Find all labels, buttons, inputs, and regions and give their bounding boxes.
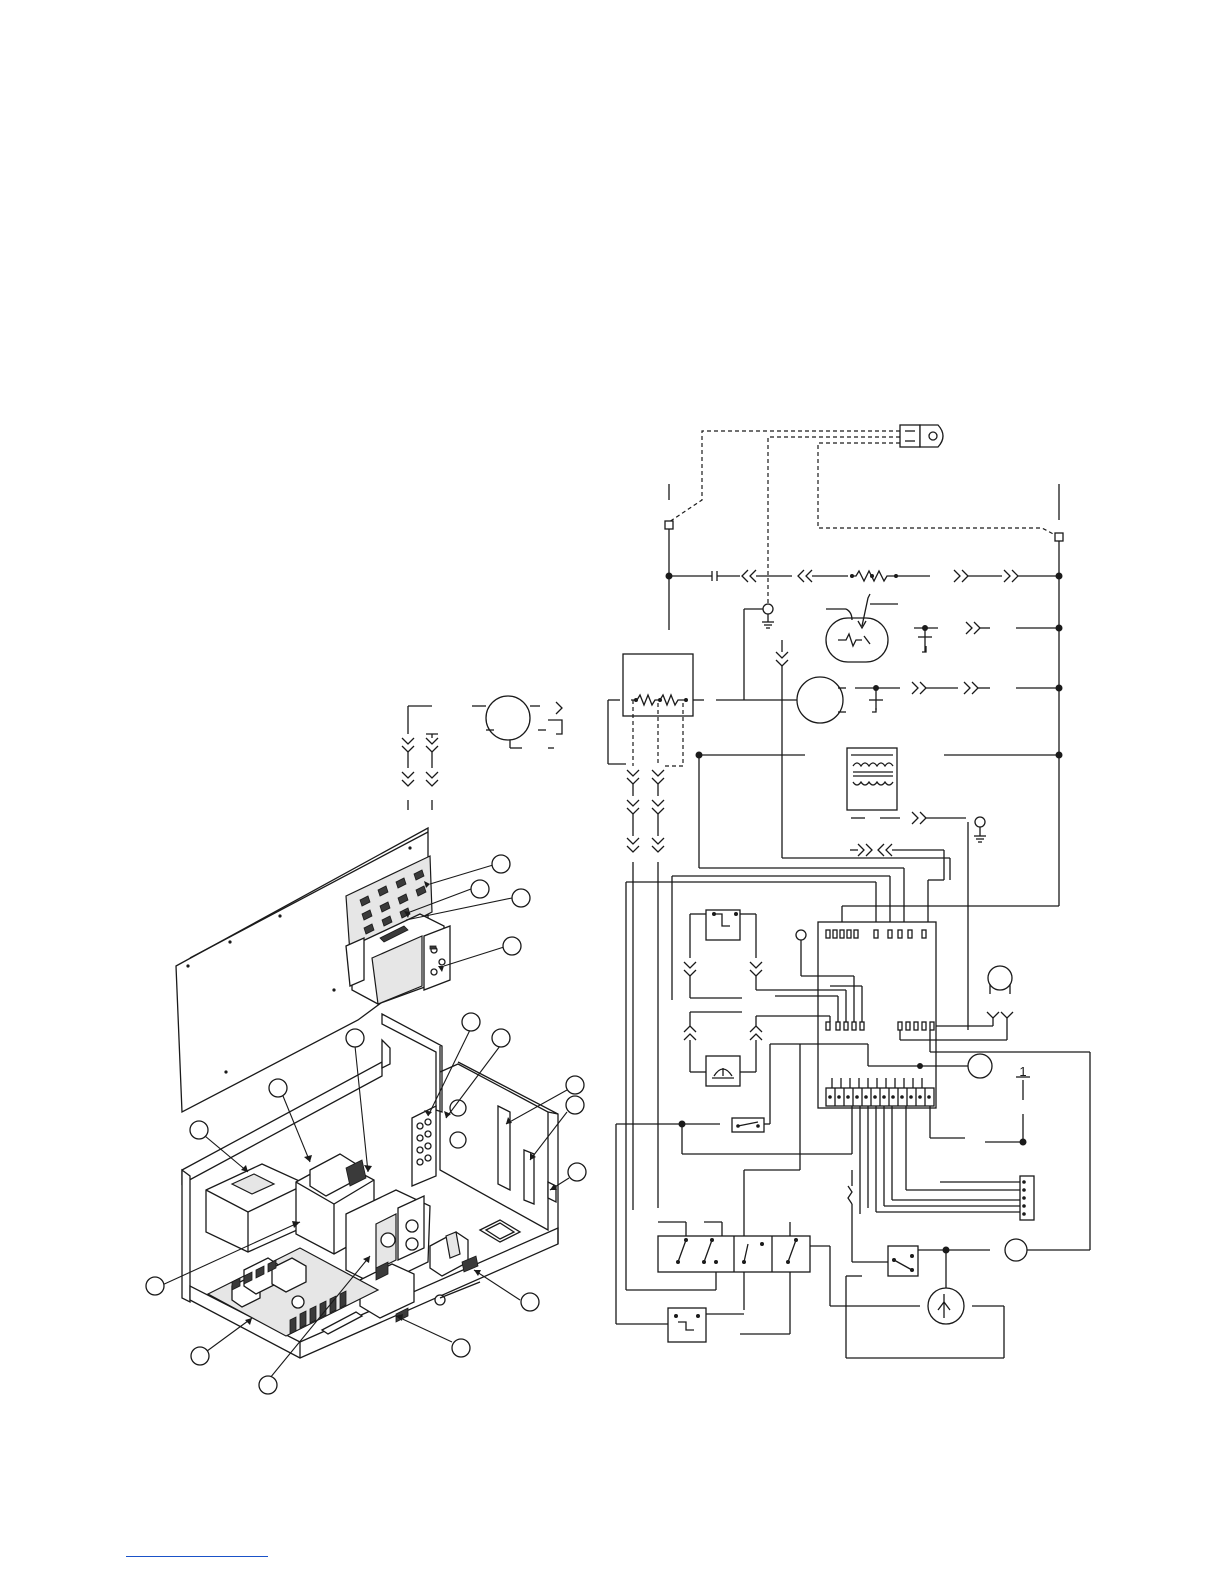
cord-wire-ground (768, 437, 900, 608)
footer-link-rule[interactable] (126, 1556, 268, 1557)
callout-c1 (492, 855, 510, 873)
callout-c16 (191, 1347, 209, 1365)
callout-c15 (452, 1339, 470, 1357)
wiring-schematic: 1 (608, 425, 1090, 1358)
callout-c6 (492, 1029, 510, 1047)
terminal-strip-contacts (828, 1088, 931, 1106)
ground-lug-2 (975, 817, 985, 827)
callout-c8 (269, 1079, 287, 1097)
thermal-fuse (668, 1308, 706, 1342)
cord-wire-neutral (818, 443, 1059, 537)
callout-c13 (146, 1277, 164, 1295)
callout-c10 (566, 1076, 584, 1094)
terminal-l1 (665, 521, 673, 529)
callout-c4 (503, 937, 521, 955)
thermostat-dial (928, 1288, 964, 1324)
thermistor (988, 966, 1012, 990)
callout-c7 (346, 1029, 364, 1047)
callout-c17 (259, 1376, 277, 1394)
callout-c5 (462, 1013, 480, 1031)
sensor-probe (796, 930, 806, 940)
fan-motor (1005, 1239, 1027, 1261)
transformer (847, 748, 897, 810)
callout-c14 (521, 1293, 539, 1311)
motor-symbol (797, 677, 843, 723)
cord-wire-line (669, 431, 900, 522)
component-assembly-view (146, 696, 586, 1394)
terminal-l2 (1055, 533, 1063, 541)
left-connector-arrows (627, 770, 664, 852)
back-panel (176, 828, 450, 1112)
indicator-lamp (968, 1054, 992, 1078)
harness-connector (1020, 1176, 1034, 1220)
power-cord-plug (900, 425, 943, 447)
callout-c12 (568, 1163, 586, 1181)
callout-c3 (512, 889, 530, 907)
callout-c2 (471, 880, 489, 898)
ground-lug-1 (763, 604, 773, 614)
callout-c11 (566, 1096, 584, 1114)
upper-harness (402, 696, 562, 810)
callout-c9 (190, 1121, 208, 1139)
